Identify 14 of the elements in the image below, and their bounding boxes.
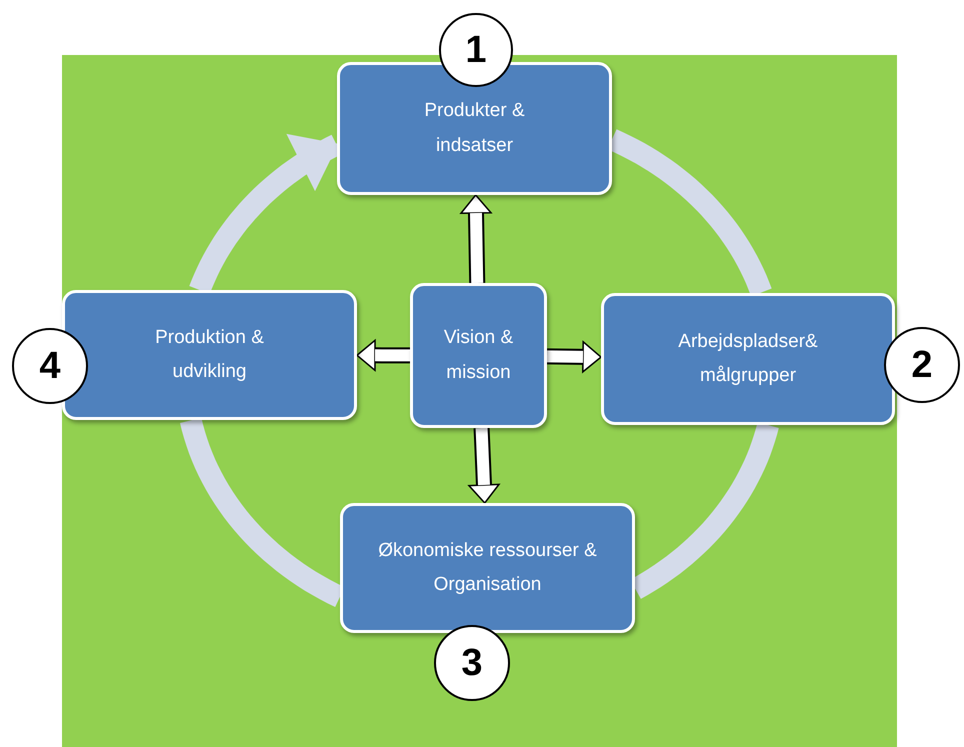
step-number: 2 xyxy=(911,346,933,384)
box-label: Produkter & indsatser xyxy=(423,99,526,158)
step-number: 3 xyxy=(461,644,483,682)
process-box xyxy=(340,503,635,633)
box-label: Produktion & udvikling xyxy=(154,326,265,384)
process-box xyxy=(62,290,357,420)
step-number: 1 xyxy=(465,31,487,69)
process-box xyxy=(601,293,895,425)
box-label: Vision & mission xyxy=(442,326,514,384)
box-label: Økonomiske ressourser & Organisation xyxy=(377,538,598,597)
process-box xyxy=(410,283,547,428)
box-label: Arbejdspladser& målgrupper xyxy=(677,330,819,388)
process-box xyxy=(337,62,612,195)
step-number: 4 xyxy=(39,347,61,385)
